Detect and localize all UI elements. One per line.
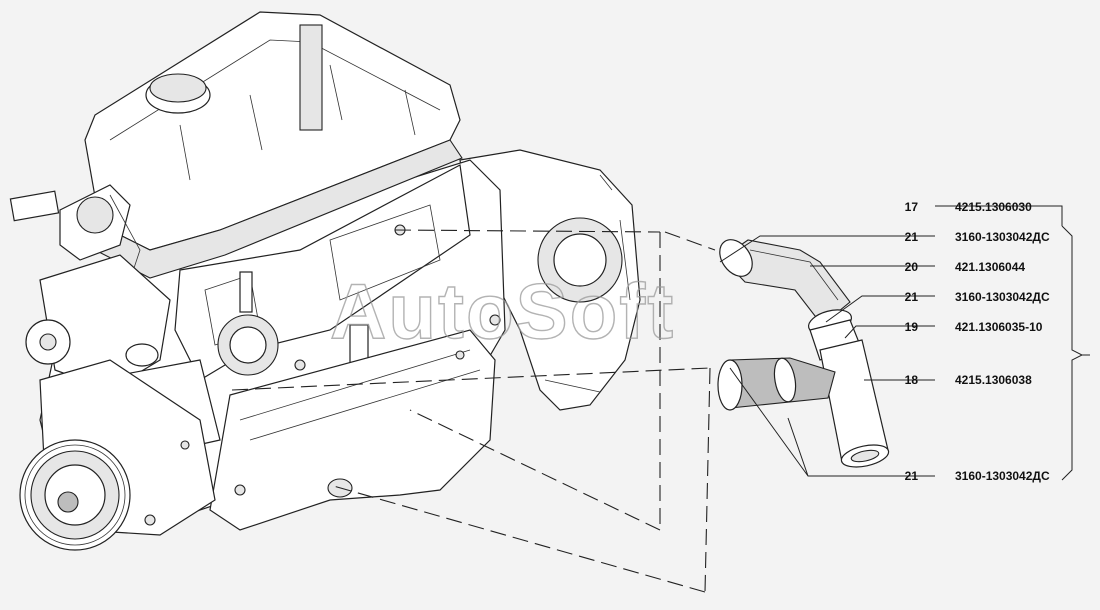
callout-part-21-a: 3160-1303042ДС [955, 230, 1050, 244]
clamp-21-lower-b [773, 357, 797, 403]
callout-num-20: 20 [905, 260, 919, 274]
clamp-21-lower-a [717, 359, 743, 411]
callout-num-21-c: 21 [905, 469, 919, 483]
assembly-lines [231, 229, 716, 593]
leader-lines [719, 205, 1090, 481]
pipe-18 [819, 339, 889, 463]
watermark: AutoSoft [330, 267, 675, 355]
callout-num-21-a: 21 [905, 230, 919, 244]
clamp-21-upper-a [719, 239, 753, 277]
hose-20 [721, 239, 851, 326]
callout-part-17: 4215.1306030 [955, 200, 1032, 214]
hose-parts [717, 239, 890, 468]
callout-part-21-b: 3160-1303042ДС [955, 290, 1050, 304]
callout-num-18: 18 [905, 373, 919, 387]
callout-part-21-c: 3160-1303042ДС [955, 469, 1050, 483]
callout-part-19: 421.1306035-10 [955, 320, 1043, 334]
callout-part-18: 4215.1306038 [955, 373, 1032, 387]
callout-part-20: 421.1306044 [955, 260, 1025, 274]
engine-assembly [9, 11, 641, 551]
callout-num-21-b: 21 [905, 290, 919, 304]
callout-num-19: 19 [905, 320, 919, 334]
callout-num-17: 17 [905, 200, 919, 214]
callout-table: 17 4215.1306030 21 3160-1303042ДС 20 421… [905, 200, 1050, 483]
